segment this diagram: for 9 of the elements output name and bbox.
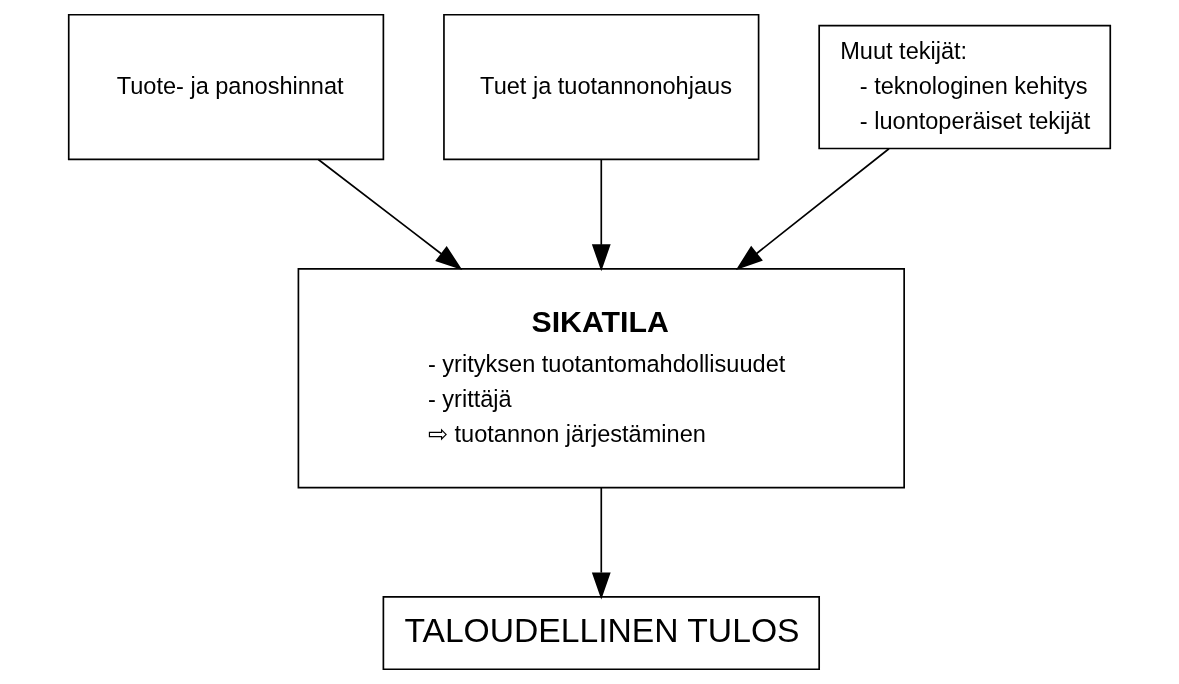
node-box: TALOUDELLINEN TULOS xyxy=(382,596,820,671)
arrow xyxy=(317,158,463,270)
node-box: Tuote- ja panoshinnat xyxy=(67,13,385,161)
arrow xyxy=(591,487,611,600)
node-box: Tuet ja tuotannonohjaus xyxy=(443,13,760,161)
node-box: SIKATILA - yrityksen tuotantomahdollisuudet - yrittäjä ⇨ tuotannon järjestäminen xyxy=(297,267,905,489)
arrow xyxy=(735,147,890,270)
arrow xyxy=(591,159,611,272)
node-box: Muut tekijät: - teknologinen kehitys - luontoperäiset tekijät xyxy=(818,24,1112,150)
